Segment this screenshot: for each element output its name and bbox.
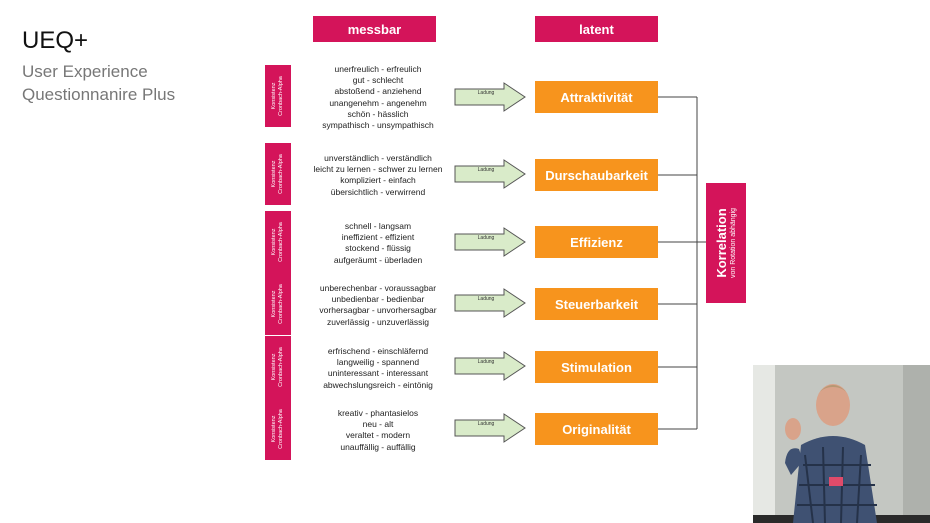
item-pair: ineffizient - effizient: [341, 232, 415, 243]
subtitle-line: User Experience: [22, 62, 148, 81]
arrow-label: Ladung: [477, 296, 495, 302]
speaker-video: [753, 365, 930, 523]
item-pair: sympathisch - unsympathisch: [322, 120, 434, 131]
item-list: kreativ - phantasielos neu - alt veralte…: [300, 408, 456, 453]
arrow-label: Ladung: [477, 359, 495, 365]
correlation-box: Korrelation von Rotation abhängig: [706, 183, 746, 303]
item-pair: neu - alt: [362, 419, 394, 430]
arrow-label: Ladung: [477, 90, 495, 96]
item-pair: unbedienbar - bedienbar: [331, 294, 425, 305]
header-measurable: messbar: [313, 16, 436, 42]
item-pair: kompliziert - einfach: [340, 175, 416, 186]
latent-attraktivitaet: Attraktivität: [535, 81, 658, 113]
latent-durschaubarkeit: Durschaubarkeit: [535, 159, 658, 191]
item-pair: unerfreulich - erfreulich: [334, 64, 422, 74]
loading-arrow-icon: [454, 82, 526, 112]
header-latent: latent: [535, 16, 658, 42]
item-pair: übersichtlich - verwirrend: [330, 186, 426, 197]
loading-arrow-icon: [454, 159, 526, 189]
loading-arrow-icon: [454, 288, 526, 318]
item-pair: unberechenbar - voraussagbar: [319, 283, 437, 293]
item-pair: zuverlässig - unzuverlässig: [326, 316, 430, 327]
item-list: schnell - langsam ineffizient - effizien…: [300, 221, 456, 266]
arrow-label: Ladung: [477, 235, 495, 241]
latent-effizienz: Effizienz: [535, 226, 658, 258]
latent-steuerbarkeit: Steuerbarkeit: [535, 288, 658, 320]
subtitle-line: Questionnanire Plus: [22, 85, 176, 104]
item-list: erfrischend - einschläfernd langweilig -…: [300, 346, 456, 391]
item-pair: erfrischend - einschläfernd: [327, 346, 429, 356]
item-pair: gut - schlecht: [352, 75, 404, 86]
loading-arrow-icon: [454, 351, 526, 381]
item-pair: aufgeräumt - überladen: [333, 254, 423, 265]
item-pair: kreativ - phantasielos: [337, 408, 419, 418]
item-pair: schön - hässlich: [347, 108, 409, 119]
slide-title: UEQ+: [22, 27, 89, 54]
loading-arrow-icon: [454, 413, 526, 443]
item-pair: abwechslungsreich - eintönig: [323, 379, 433, 390]
item-list: unerfreulich - erfreulich gut - schlecht…: [300, 64, 456, 131]
correlation-title: Korrelation: [714, 208, 729, 278]
item-pair: unverständlich - verständlich: [324, 153, 432, 163]
item-pair: abstoßend - anziehend: [334, 86, 422, 97]
item-pair: stockend - flüssig: [345, 243, 411, 254]
slide-subtitle: User Experience Questionnanire Plus: [22, 60, 175, 106]
loading-arrow-icon: [454, 227, 526, 257]
item-list: unverständlich - verständlich leicht zu …: [300, 153, 456, 198]
item-pair: veraltet - modern: [345, 430, 411, 441]
item-pair: leicht zu lernen - schwer zu lernen: [313, 164, 443, 175]
item-list: unberechenbar - voraussagbar unbedienbar…: [300, 283, 456, 328]
item-pair: schnell - langsam: [344, 221, 412, 231]
latent-originalitaet: Originalität: [535, 413, 658, 445]
item-pair: uninteressant - interessant: [327, 368, 429, 379]
item-pair: unauffällig - auffällig: [340, 441, 416, 452]
item-pair: vorhersagbar - unvorhersagbar: [319, 305, 437, 316]
latent-stimulation: Stimulation: [535, 351, 658, 383]
arrow-label: Ladung: [477, 167, 495, 173]
arrow-label: Ladung: [477, 421, 495, 427]
speaker-illustration: [753, 365, 930, 523]
correlation-subtitle: von Rotation abhängig: [730, 207, 737, 279]
item-pair: langweilig - spannend: [336, 357, 420, 368]
item-pair: unangenehm - angenehm: [329, 97, 427, 108]
